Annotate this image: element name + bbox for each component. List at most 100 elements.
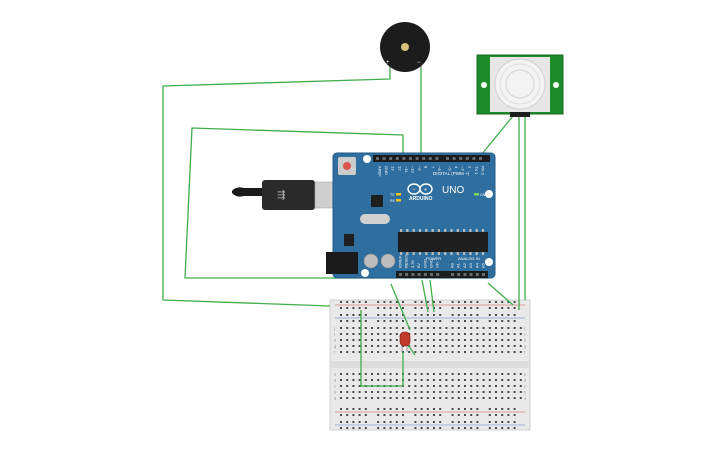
rail-hole[interactable] — [501, 320, 504, 322]
breadboard-hole[interactable] — [501, 345, 504, 347]
breadboard-hole[interactable] — [495, 373, 497, 375]
breadboard-hole[interactable] — [507, 327, 510, 329]
rail-hole[interactable] — [402, 307, 404, 309]
rail-hole[interactable] — [377, 421, 380, 423]
breadboard-hole[interactable] — [476, 351, 479, 353]
breadboard-hole[interactable] — [488, 339, 491, 341]
rail-hole[interactable] — [402, 301, 404, 303]
breadboard-hole[interactable] — [501, 385, 504, 387]
rail-hole[interactable] — [364, 427, 367, 429]
rail-hole[interactable] — [451, 307, 454, 309]
breadboard-hole[interactable] — [383, 333, 386, 335]
rail-hole[interactable] — [364, 307, 367, 309]
breadboard-hole[interactable] — [433, 339, 435, 341]
breadboard-hole[interactable] — [383, 345, 386, 347]
rail-hole[interactable] — [488, 408, 491, 410]
rail-hole[interactable] — [420, 421, 423, 423]
breadboard-hole[interactable] — [451, 385, 454, 387]
rail-hole[interactable] — [451, 408, 454, 410]
breadboard-hole[interactable] — [420, 339, 423, 341]
rail-hole[interactable] — [433, 301, 435, 303]
rail-hole[interactable] — [346, 414, 349, 416]
breadboard-hole[interactable] — [445, 379, 448, 381]
digital-pin-hole[interactable] — [382, 157, 386, 160]
rail-hole[interactable] — [476, 320, 479, 322]
rail-hole[interactable] — [433, 320, 435, 322]
breadboard-hole[interactable] — [507, 351, 510, 353]
breadboard-hole[interactable] — [340, 339, 342, 341]
breadboard-hole[interactable] — [383, 397, 386, 399]
rail-hole[interactable] — [389, 314, 392, 316]
breadboard-hole[interactable] — [364, 373, 367, 375]
rail-hole[interactable] — [501, 421, 504, 423]
breadboard-hole[interactable] — [501, 327, 504, 329]
rail-hole[interactable] — [513, 314, 516, 316]
breadboard-hole[interactable] — [445, 339, 448, 341]
rail-hole[interactable] — [420, 408, 423, 410]
rail-hole[interactable] — [377, 307, 380, 309]
breadboard-hole[interactable] — [451, 373, 454, 375]
breadboard-hole[interactable] — [364, 379, 367, 381]
breadboard-hole[interactable] — [470, 391, 473, 393]
breadboard-hole[interactable] — [451, 397, 454, 399]
rail-hole[interactable] — [476, 408, 479, 410]
breadboard-hole[interactable] — [470, 351, 473, 353]
breadboard-hole[interactable] — [470, 333, 473, 335]
rail-hole[interactable] — [488, 414, 491, 416]
rail-hole[interactable] — [420, 307, 423, 309]
digital-pin-holes[interactable] — [376, 157, 482, 160]
rail-hole[interactable] — [488, 320, 491, 322]
breadboard-hole[interactable] — [420, 327, 423, 329]
breadboard-hole[interactable] — [371, 339, 373, 341]
breadboard-hole[interactable] — [507, 333, 510, 335]
breadboard-hole[interactable] — [352, 373, 355, 375]
rail-hole[interactable] — [340, 408, 342, 410]
breadboard-hole[interactable] — [476, 345, 479, 347]
wire-led-short[interactable] — [407, 344, 416, 356]
breadboard-hole[interactable] — [358, 379, 361, 381]
rail-hole[interactable] — [451, 314, 454, 316]
breadboard-hole[interactable] — [389, 373, 392, 375]
rail-hole[interactable] — [439, 421, 442, 423]
breadboard-hole[interactable] — [364, 333, 367, 335]
rail-hole[interactable] — [352, 320, 355, 322]
rail-hole[interactable] — [426, 408, 429, 410]
breadboard-hole[interactable] — [346, 351, 349, 353]
breadboard-hole[interactable] — [389, 351, 392, 353]
breadboard-hole[interactable] — [389, 327, 392, 329]
breadboard-hole[interactable] — [439, 397, 442, 399]
breadboard-hole[interactable] — [488, 391, 491, 393]
breadboard-hole[interactable] — [451, 391, 454, 393]
breadboard-hole[interactable] — [439, 373, 442, 375]
breadboard-hole[interactable] — [420, 397, 423, 399]
rail-hole[interactable] — [346, 421, 349, 423]
breadboard-hole[interactable] — [519, 379, 522, 381]
breadboard-hole[interactable] — [364, 339, 367, 341]
breadboard-hole[interactable] — [340, 385, 342, 387]
breadboard-hole[interactable] — [340, 351, 342, 353]
breadboard-hole[interactable] — [352, 345, 355, 347]
breadboard-hole[interactable] — [414, 345, 417, 347]
digital-pin-hole[interactable] — [452, 157, 456, 160]
rail-hole[interactable] — [457, 307, 460, 309]
rail-hole[interactable] — [352, 421, 355, 423]
rail-hole[interactable] — [507, 314, 510, 316]
rail-hole[interactable] — [414, 421, 417, 423]
rail-hole[interactable] — [346, 301, 349, 303]
breadboard-hole[interactable] — [513, 333, 516, 335]
breadboard-hole[interactable] — [495, 397, 497, 399]
rail-hole[interactable] — [501, 301, 504, 303]
breadboard-hole[interactable] — [488, 327, 491, 329]
red-led[interactable] — [399, 331, 411, 352]
digital-pin-hole[interactable] — [409, 157, 412, 160]
rail-hole[interactable] — [495, 414, 497, 416]
breadboard-hole[interactable] — [420, 391, 423, 393]
rail-hole[interactable] — [513, 320, 516, 322]
breadboard-hole[interactable] — [433, 327, 435, 329]
rail-hole[interactable] — [507, 408, 510, 410]
breadboard-hole[interactable] — [464, 351, 466, 353]
breadboard-hole[interactable] — [346, 333, 349, 335]
breadboard-hole[interactable] — [346, 385, 349, 387]
rail-hole[interactable] — [470, 301, 473, 303]
digital-pin-hole[interactable] — [479, 157, 482, 160]
